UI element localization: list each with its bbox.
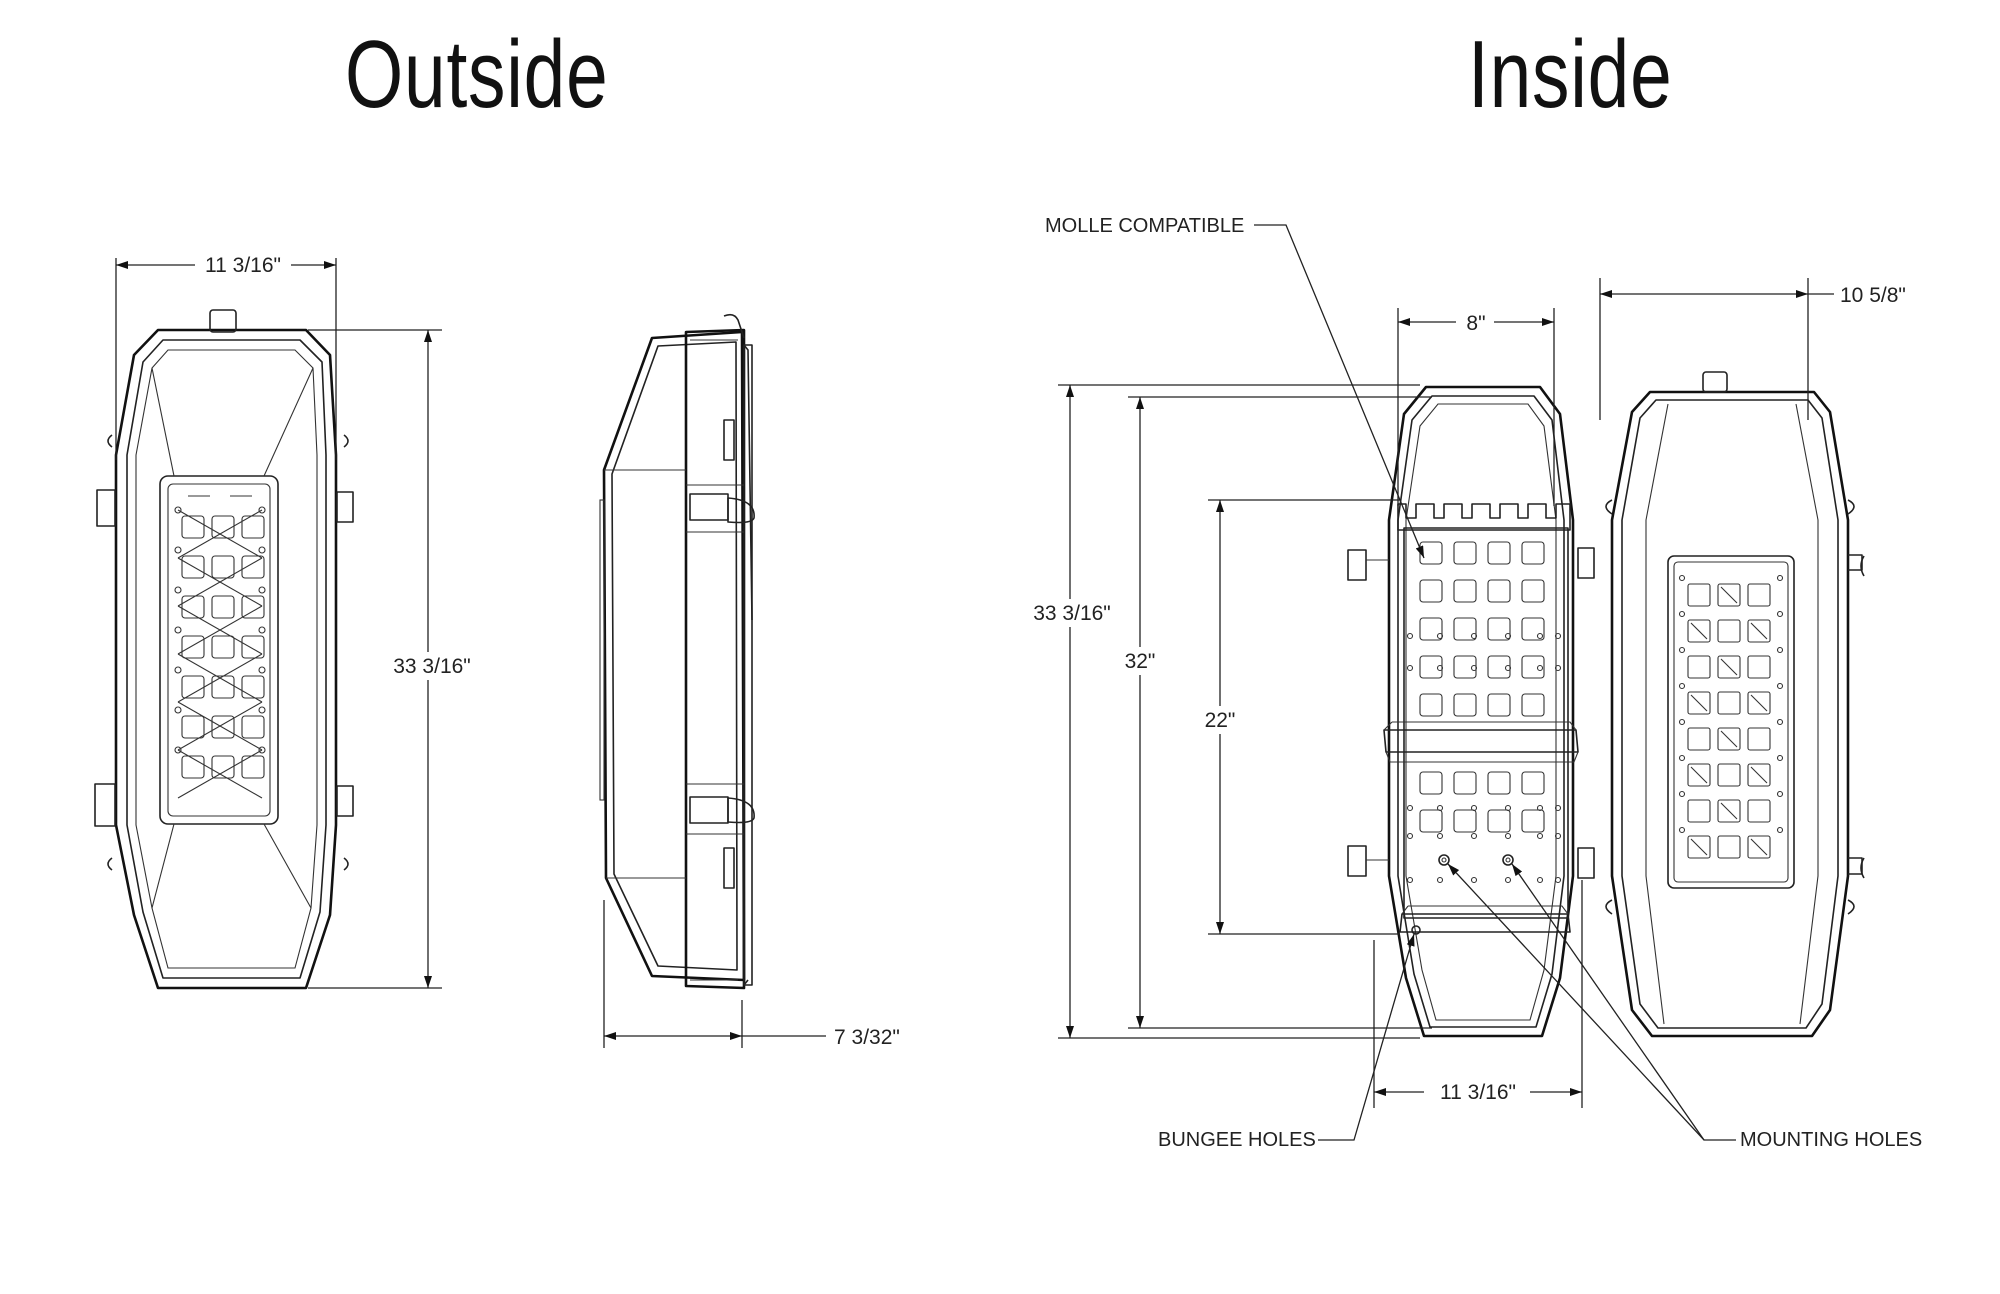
dim-inside-inner-height: 32": [1125, 650, 1156, 673]
callout-mounting: MOUNTING HOLES: [1740, 1129, 1922, 1151]
dim-outside-width: 11 3/16": [205, 254, 281, 277]
dim-inside-open-depth: 10 5/8": [1840, 284, 1906, 307]
outside-front-dimensions: 11 3/16" 33 3/16": [115, 250, 480, 989]
inside-dimensions: 8" 10 5/8" 33 3/16" 32" 22": [1020, 278, 1906, 1108]
heading-outside: Outside: [345, 21, 609, 128]
callout-bungee: BUNGEE HOLES: [1158, 1129, 1316, 1151]
inside-open-view: [1347, 385, 1595, 1038]
dim-inside-width: 11 3/16": [1440, 1081, 1516, 1104]
dim-inside-panel-width: 8": [1466, 312, 1485, 335]
outside-side-dimensions: 7 3/32": [603, 900, 900, 1049]
inside-lid-view: [1605, 371, 1865, 1038]
dim-side-depth: 7 3/32": [834, 1026, 900, 1049]
dim-outside-height: 33 3/16": [393, 655, 471, 678]
outside-front-view: [94, 309, 354, 990]
outside-side-view: [599, 313, 755, 990]
heading-inside: Inside: [1468, 21, 1673, 128]
dim-inside-panel-height: 22": [1205, 709, 1236, 732]
callout-molle: MOLLE COMPATIBLE: [1045, 215, 1244, 237]
callouts: MOLLE COMPATIBLE BUNGEE HOLES MOUNTING H…: [1045, 215, 1922, 1151]
dim-inside-outer-height: 33 3/16": [1033, 602, 1111, 625]
